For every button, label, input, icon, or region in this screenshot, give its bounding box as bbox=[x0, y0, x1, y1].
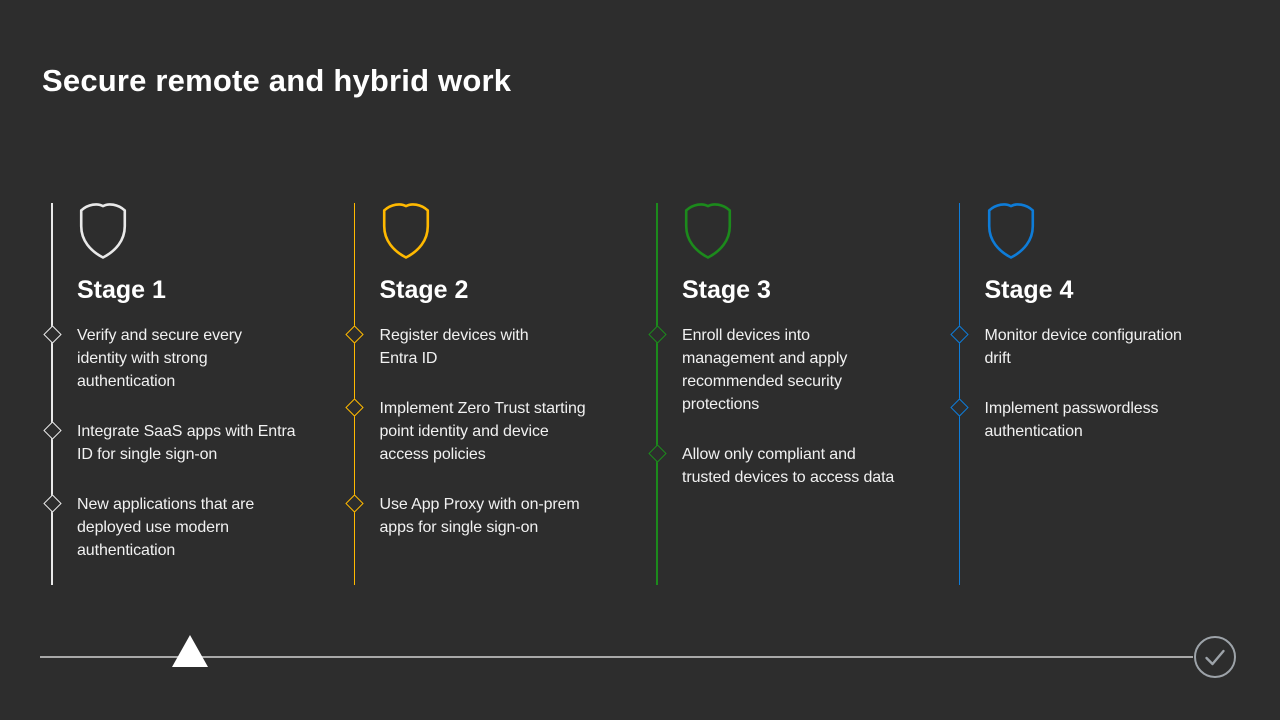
bullet-text: Register devices with Entra ID bbox=[379, 327, 529, 367]
progress-line bbox=[40, 656, 1193, 658]
stage-bullet-list: Register devices with Entra ID Implement … bbox=[345, 324, 658, 539]
shield-icon bbox=[684, 203, 732, 259]
bullet-item: Implement passwordless authentication bbox=[950, 397, 1263, 443]
bullet-text: New applications that are deployed use m… bbox=[77, 496, 255, 559]
stage-bullet-list: Enroll devices into management and apply… bbox=[647, 324, 960, 489]
bullet-text: Integrate SaaS apps with Entra ID for si… bbox=[77, 423, 296, 463]
stage-connector-line bbox=[353, 203, 356, 585]
bullet-item: Use App Proxy with on-prem apps for sing… bbox=[345, 493, 658, 539]
stage-column: Stage 2 Register devices with Entra ID Im… bbox=[345, 200, 658, 589]
diamond-bullet-icon bbox=[42, 325, 62, 344]
bullet-text: Monitor device configuration drift bbox=[984, 327, 1182, 367]
stage-title: Stage 1 bbox=[77, 276, 166, 304]
bullet-item: Verify and secure every identity with st… bbox=[42, 324, 355, 393]
bullet-text: Allow only compliant and trusted devices… bbox=[682, 446, 895, 486]
bullet-text: Use App Proxy with on-prem apps for sing… bbox=[379, 496, 580, 536]
shield-icon bbox=[987, 203, 1034, 259]
shield-icon bbox=[382, 203, 429, 259]
bullet-text: Implement passwordless authentication bbox=[984, 400, 1159, 440]
stage-column: Stage 4 Monitor device configuration dri… bbox=[950, 200, 1263, 589]
checkmark-circle-icon bbox=[1194, 636, 1236, 678]
stage-connector-line bbox=[656, 203, 658, 585]
diamond-bullet-icon bbox=[42, 421, 62, 440]
diamond-bullet-icon bbox=[42, 494, 62, 513]
bullet-text: Verify and secure every identity with st… bbox=[77, 327, 242, 390]
bullet-text: Enroll devices into management and apply… bbox=[682, 327, 848, 413]
stage-connector-line bbox=[958, 203, 961, 585]
slide-title: Secure remote and hybrid work bbox=[42, 63, 512, 98]
stage-column: Stage 1 Verify and secure every identity… bbox=[42, 200, 355, 589]
stage-title: Stage 4 bbox=[984, 276, 1074, 304]
bullet-item: Allow only compliant and trusted devices… bbox=[647, 443, 960, 489]
bullet-item: Enroll devices into management and apply… bbox=[647, 324, 960, 416]
bullet-item: Monitor device configuration drift bbox=[950, 324, 1263, 370]
bullet-item: New applications that are deployed use m… bbox=[42, 493, 355, 562]
shield-icon bbox=[79, 203, 127, 259]
stages-row: Stage 1 Verify and secure every identity… bbox=[42, 200, 1264, 589]
bullet-text: Implement Zero Trust starting point iden… bbox=[379, 400, 586, 463]
stage-title: Stage 2 bbox=[379, 276, 469, 304]
stage-column: Stage 3 Enroll devices into management a… bbox=[647, 200, 960, 589]
stage-connector-line bbox=[51, 203, 53, 585]
bullet-item: Implement Zero Trust starting point iden… bbox=[345, 397, 658, 466]
stage-title: Stage 3 bbox=[682, 276, 771, 304]
bullet-item: Integrate SaaS apps with Entra ID for si… bbox=[42, 420, 355, 466]
bullet-item: Register devices with Entra ID bbox=[345, 324, 658, 370]
triangle-marker-icon bbox=[172, 635, 208, 667]
stage-bullet-list: Verify and secure every identity with st… bbox=[42, 324, 355, 562]
